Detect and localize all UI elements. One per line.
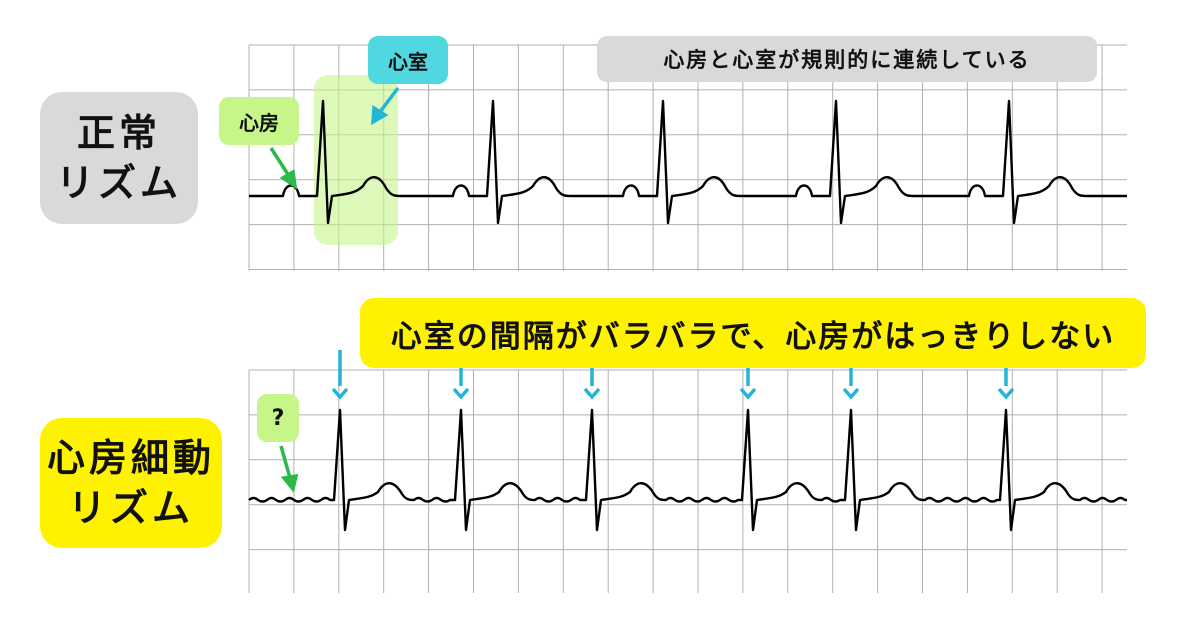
r-peak-arrow-head xyxy=(452,387,470,400)
normal-rhythm-label: 正常 リズム xyxy=(40,92,198,224)
r-peak-arrow-head xyxy=(331,387,349,400)
ventricle-callout: 心室 xyxy=(368,36,448,84)
ecg-trace-af xyxy=(248,408,1127,532)
ecg-trace-normal xyxy=(249,99,1127,225)
normal-rhythm-note: 心房と心室が規則的に連続している xyxy=(597,36,1097,82)
question-arrow xyxy=(279,445,299,493)
r-peak-arrow-head xyxy=(739,387,757,400)
atrium-callout: 心房 xyxy=(219,97,299,145)
ventricle-arrow xyxy=(371,86,400,126)
normal-label-line-2: リズム xyxy=(55,161,182,205)
question-callout: ? xyxy=(257,394,299,442)
normal-label-line-1: 正常 xyxy=(76,111,161,155)
af-rhythm-label: 心房細動 リズム xyxy=(40,418,222,548)
af-label-line-1: 心房細動 xyxy=(46,436,215,480)
r-peak-arrow-head xyxy=(583,387,601,400)
r-peak-arrow-head xyxy=(842,387,860,400)
r-peak-arrow-head xyxy=(997,387,1015,400)
ecg-grid-af xyxy=(248,369,1127,593)
af-rhythm-note: 心室の間隔がバラバラで、心房がはっきりしない xyxy=(360,298,1146,368)
af-label-line-2: リズム xyxy=(67,486,194,530)
atrium-arrow xyxy=(269,147,298,190)
